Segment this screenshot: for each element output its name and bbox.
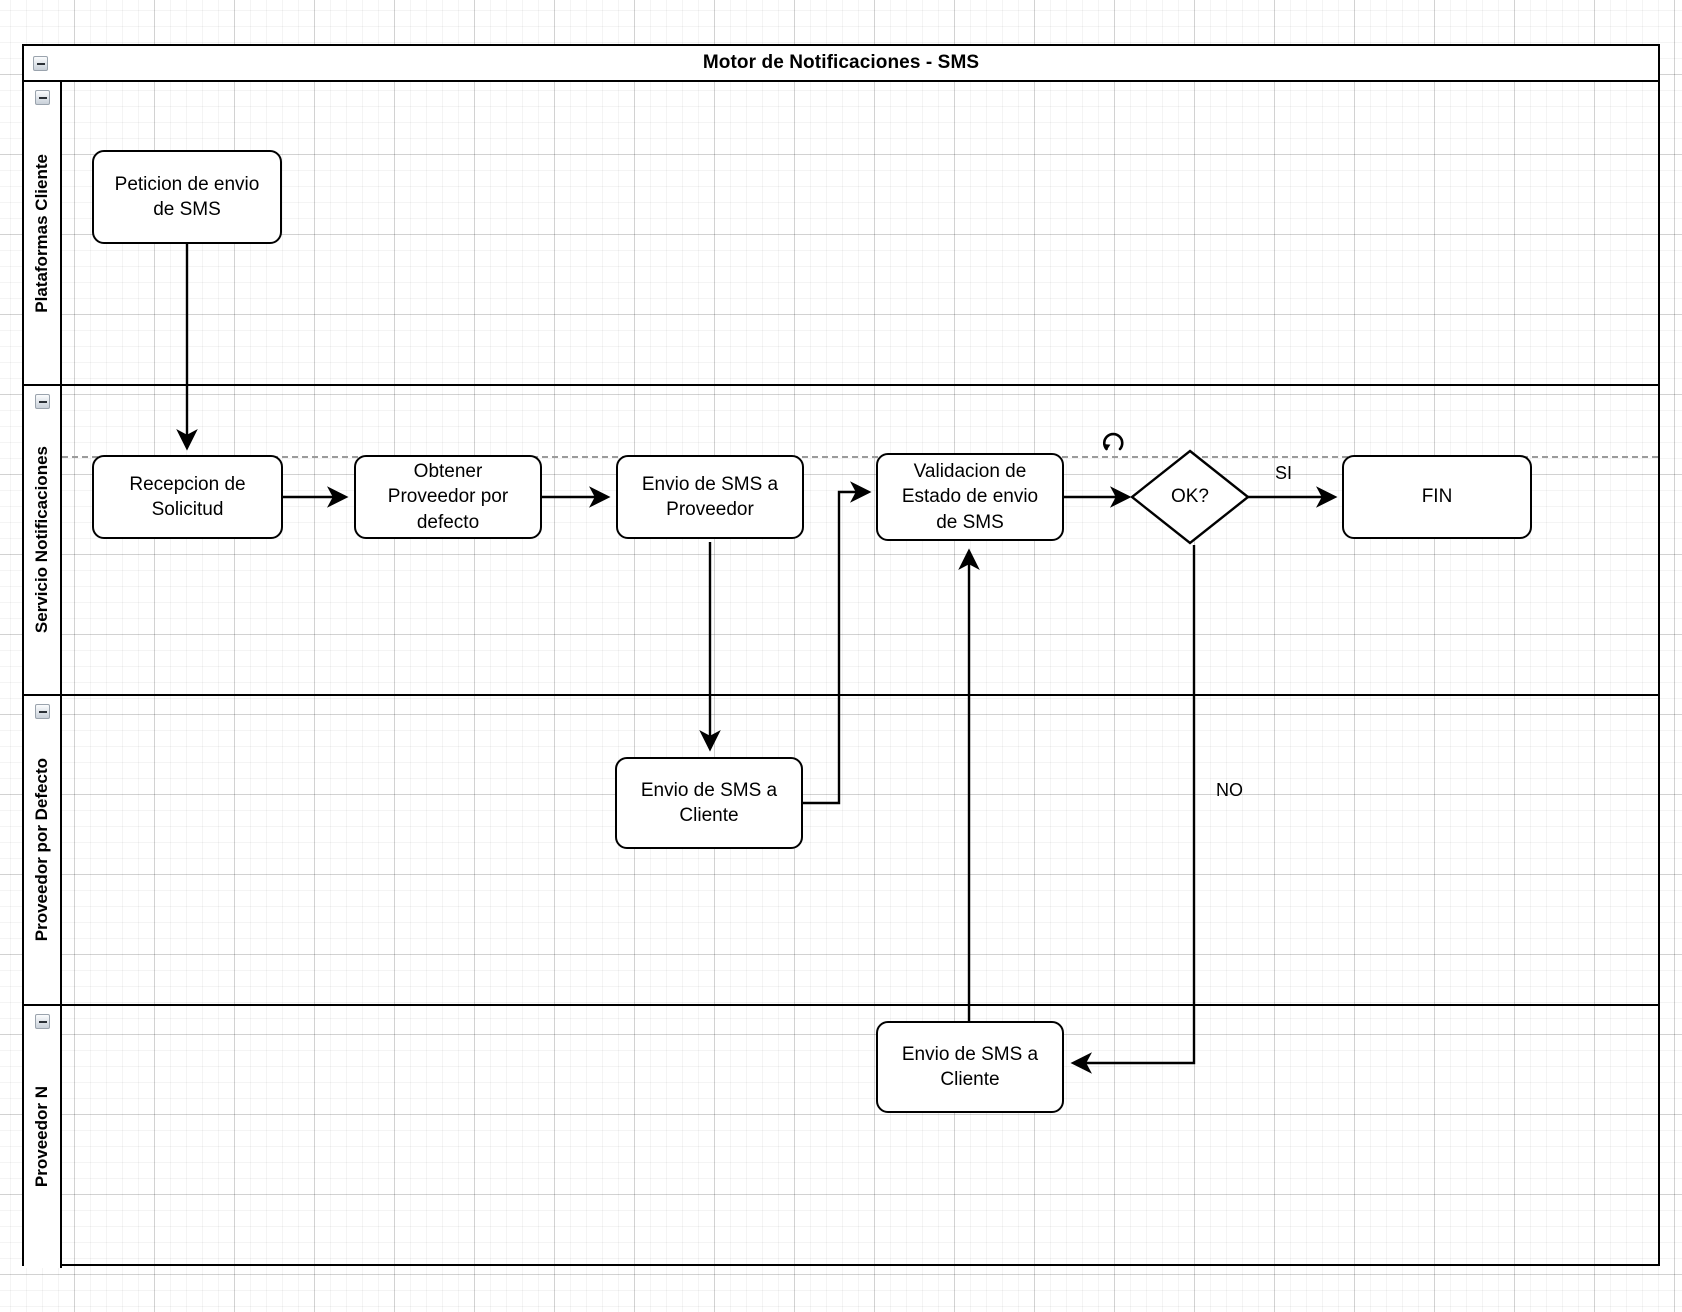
lane-servicio-notificaciones[interactable]: Servicio Notificaciones (24, 384, 1658, 694)
task-envio-de-sms-a-cliente-defecto[interactable]: Envio de SMS a Cliente (615, 757, 803, 849)
edge-label-no: NO (1216, 780, 1243, 800)
lane-plataformas-cliente[interactable]: Plataformas Cliente (24, 82, 1658, 384)
lane-label-plataformas-cliente: Plataformas Cliente (32, 153, 51, 313)
loop-marker-icon (1098, 428, 1130, 460)
lane-label-servicio-notificaciones: Servicio Notificaciones (32, 446, 51, 634)
lane-collapse-icon-plataformas-cliente[interactable] (35, 90, 50, 105)
task-envio-de-sms-a-cliente-proveedor-n[interactable]: Envio de SMS a Cliente (876, 1021, 1064, 1113)
lane-proveedor-n[interactable]: Proveedor N (24, 1004, 1658, 1268)
lane-proveedor-por-defecto[interactable]: Proveedor por Defecto (24, 694, 1658, 1004)
milestone-divider (62, 456, 1658, 458)
gateway-ok[interactable]: OK? (1130, 449, 1250, 545)
lane-header-plataformas-cliente: Plataformas Cliente (24, 82, 62, 384)
page-title: Motor de Notificaciones - SMS (702, 52, 980, 73)
lane-label-proveedor-por-defecto: Proveedor por Defecto (32, 758, 51, 942)
lane-collapse-icon-proveedor-n[interactable] (35, 1014, 50, 1029)
lane-collapse-icon-proveedor-por-defecto[interactable] (35, 704, 50, 719)
gateway-ok-label: OK? (1170, 486, 1210, 507)
task-recepcion-de-solicitud[interactable]: Recepcion de Solicitud (92, 455, 283, 539)
task-fin[interactable]: FIN (1342, 455, 1532, 539)
pool-motor-de-notificaciones[interactable]: Motor de Notificaciones - SMS Plataforma… (22, 44, 1660, 1268)
edge-label-si: SI (1275, 463, 1293, 483)
lane-header-proveedor-n: Proveedor N (24, 1006, 62, 1268)
task-envio-de-sms-a-proveedor[interactable]: Envio de SMS a Proveedor (616, 455, 804, 539)
pool-header: Motor de Notificaciones - SMS (24, 46, 1658, 82)
task-peticion-de-envio-de-sms[interactable]: Peticion de envio de SMS (92, 150, 282, 244)
lane-header-proveedor-por-defecto: Proveedor por Defecto (24, 696, 62, 1004)
lane-header-servicio-notificaciones: Servicio Notificaciones (24, 386, 62, 694)
task-validacion-de-estado-de-envio-de-sms[interactable]: Validacion de Estado de envio de SMS (876, 453, 1064, 541)
lane-collapse-icon-servicio-notificaciones[interactable] (35, 394, 50, 409)
task-obtener-proveedor-por-defecto[interactable]: Obtener Proveedor por defecto (354, 455, 542, 539)
pool-collapse-icon[interactable] (33, 56, 48, 71)
lane-label-proveedor-n: Proveedor N (32, 1086, 51, 1188)
